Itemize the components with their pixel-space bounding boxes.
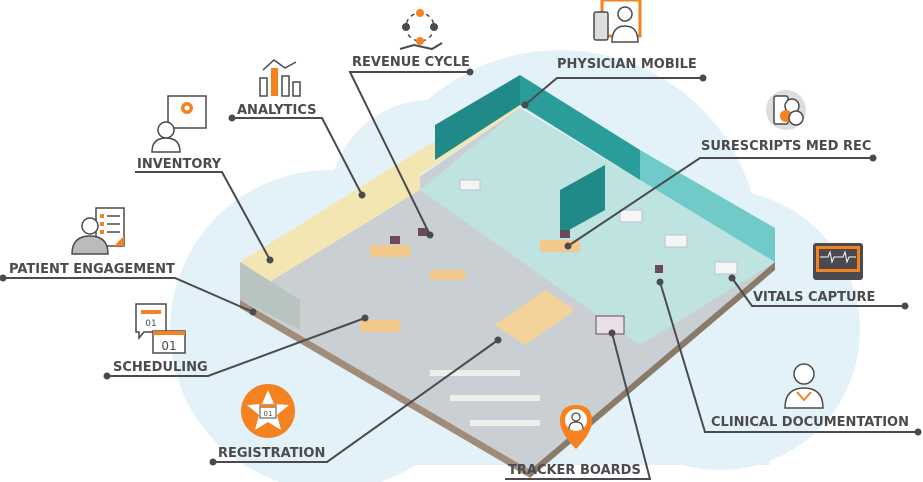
- hospital-floor-plan: [240, 75, 775, 478]
- hand-money-cycle-icon: [399, 9, 443, 51]
- calendar-day-large: 01: [161, 339, 176, 353]
- box-gear-icon: [151, 95, 207, 153]
- label-patient-engagement: PATIENT ENGAGEMENT: [9, 262, 175, 277]
- doctor-phone-icon: [593, 0, 642, 43]
- calendar-day-small: 01: [145, 319, 156, 329]
- star-calendar-icon: 01: [241, 384, 295, 438]
- bar-chart-icon: [259, 59, 301, 97]
- label-inventory: INVENTORY: [137, 157, 222, 172]
- label-registration: REGISTRATION: [218, 446, 325, 461]
- label-physician-mobile: PHYSICIAN MOBILE: [557, 57, 697, 72]
- map-pin-person-icon: [560, 405, 592, 449]
- label-analytics: ANALYTICS: [237, 103, 317, 118]
- label-surescripts-med-rec: SURESCRIPTS MED REC: [701, 139, 871, 154]
- heart-monitor-icon: [813, 243, 863, 280]
- nurse-icon: [784, 363, 824, 409]
- pills-bottle-icon: [766, 90, 806, 130]
- label-vitals-capture: VITALS CAPTURE: [753, 290, 875, 305]
- leader-lines: [0, 68, 922, 480]
- person-checklist-icon: [71, 207, 125, 255]
- registration-calendar-day: 01: [264, 410, 273, 418]
- label-scheduling: SCHEDULING: [113, 360, 208, 375]
- label-clinical-documentation: CLINICAL DOCUMENTATION: [711, 415, 909, 430]
- calendar-icon: 01 01: [135, 303, 186, 354]
- label-tracker-boards: TRACKER BOARDS: [508, 463, 641, 478]
- label-revenue-cycle: REVENUE CYCLE: [352, 55, 470, 70]
